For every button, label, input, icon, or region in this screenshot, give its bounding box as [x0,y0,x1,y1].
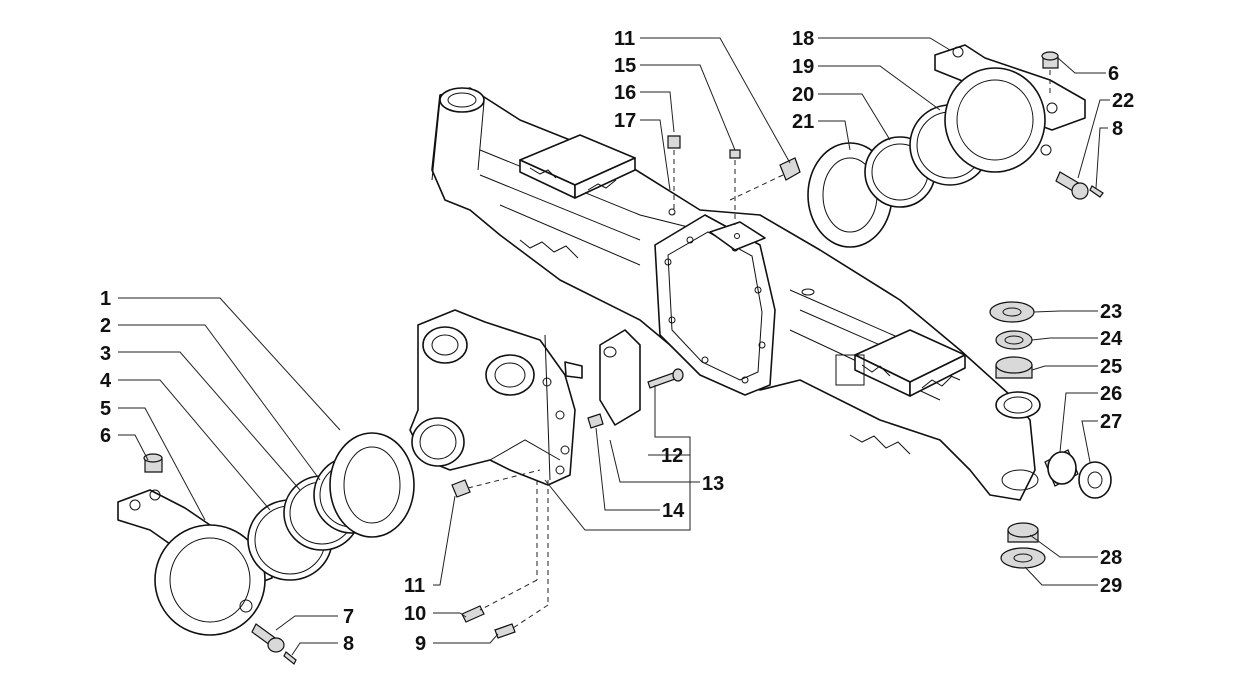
callout-10: 10 [404,603,426,625]
callout-4: 4 [100,370,112,392]
callout-14: 14 [662,500,685,522]
left-bearing-assembly [117,432,415,665]
callout-11-lower: 11 [404,575,425,597]
callout-29: 29 [1100,575,1122,597]
callout-3: 3 [100,343,111,365]
callout-6-left: 6 [100,425,111,447]
callout-15: 15 [614,55,636,77]
callout-17: 17 [614,110,636,132]
callout-5: 5 [100,398,111,420]
axle-housing [431,87,1041,501]
right-lower-bearing-assembly [989,301,1112,569]
callout-7: 7 [343,606,354,628]
small-parts-knuckle [451,329,684,639]
callout-27: 27 [1100,411,1122,433]
small-parts-upper [667,135,801,181]
callout-24: 24 [1100,328,1123,350]
callout-1: 1 [100,288,111,310]
callout-19: 19 [792,56,814,78]
callout-25: 25 [1100,356,1122,378]
steering-knuckle [409,309,583,486]
callout-8-right: 8 [1112,118,1123,140]
assembly-guide-lines [467,70,1051,629]
callout-12: 12 [661,445,683,467]
callout-28: 28 [1100,547,1122,569]
callout-22: 22 [1112,90,1134,112]
callout-20: 20 [792,84,814,106]
callout-11-upper: 11 [614,28,635,50]
callout-2: 2 [100,315,111,337]
callout-6-right: 6 [1108,63,1119,85]
callout-9: 9 [415,633,426,655]
leader-lines [118,37,1110,656]
callout-23: 23 [1100,301,1122,323]
callout-16: 16 [614,82,636,104]
callout-8-left: 8 [343,633,354,655]
callout-13: 13 [702,473,724,495]
right-upper-bearing-assembly [807,44,1104,248]
callout-18: 18 [792,28,814,50]
callout-21: 21 [792,111,814,133]
callout-26: 26 [1100,383,1122,405]
callout-labels: 1 2 3 4 5 6 7 8 9 10 11 12 13 14 11 15 1… [100,28,1134,655]
